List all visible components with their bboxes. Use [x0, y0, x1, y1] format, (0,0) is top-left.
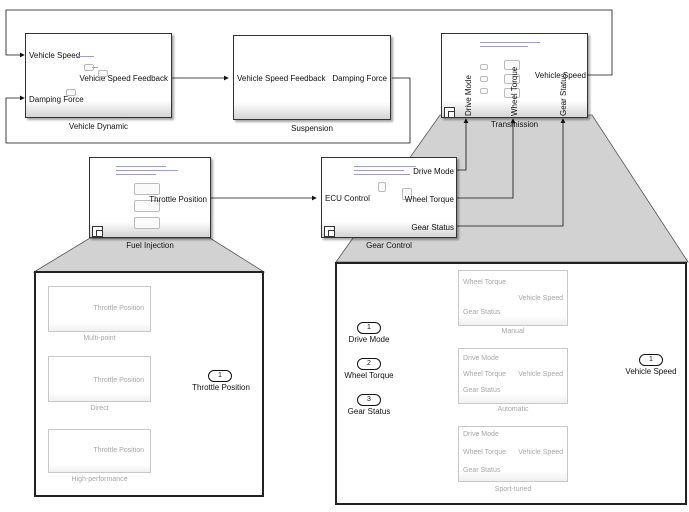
transmission-zoom-panel: 1 Drive Mode 2 Wheel Torque 3 Gear Statu…: [335, 262, 687, 505]
vehicle-dynamic-in-damping-force: Damping Force: [29, 95, 84, 104]
transmission-in-wheel-torque: Wheel Torque: [510, 66, 519, 116]
variant-high-performance[interactable]: Throttle Position: [48, 429, 151, 473]
variant-port-label: Gear Status: [463, 387, 501, 394]
suspension-out-damping-force: Damping Force: [332, 74, 387, 83]
variant-port-label: Throttle Position: [93, 447, 144, 454]
internal-block: [402, 188, 412, 200]
model-reference-icon: [324, 226, 335, 237]
outport-label: Vehicle Speed: [625, 367, 677, 376]
internal-annotation: [480, 46, 528, 47]
internal-variant: [504, 60, 520, 70]
variant-port-label: Vehicle Speed: [518, 449, 563, 456]
internal-wire: [92, 67, 98, 68]
outport-throttle-position[interactable]: 1: [208, 370, 232, 382]
variant-port-label: Vehicle Speed: [518, 295, 563, 302]
variant-caption: Direct: [90, 405, 109, 412]
internal-block: [378, 182, 386, 192]
variant-caption: Sport-tuned: [494, 486, 532, 493]
internal-inport: [480, 88, 488, 94]
transmission-in-drive-mode: Drive Mode: [464, 75, 473, 116]
gear-control-block[interactable]: ECU Control Drive Mode Wheel Torque Gear…: [321, 157, 457, 238]
wire-gear-status: [457, 118, 566, 227]
variant-port-label: Wheel Torque: [463, 449, 507, 456]
internal-variant: [134, 200, 160, 212]
variant-port-label: Wheel Torque: [463, 371, 507, 378]
transmission-out-vehicle-speed: Vehicle Speed: [534, 71, 586, 80]
internal-variant: [504, 88, 520, 98]
internal-annotation: [354, 170, 404, 171]
variant-automatic[interactable]: Drive Mode Wheel Torque Gear Status Vehi…: [458, 348, 568, 404]
variant-port-label: Throttle Position: [93, 377, 144, 384]
outport-vehicle-speed[interactable]: 1: [639, 354, 663, 366]
transmission-caption: Transmission: [490, 120, 539, 129]
inport-gear-status[interactable]: 3: [357, 394, 381, 406]
fuel-injection-zoom-panel: Throttle Position Multi-point Throttle P…: [34, 271, 264, 497]
vehicle-dynamic-block[interactable]: Vehicle Speed Damping Force Vehicle Spee…: [25, 33, 172, 118]
wire-damping-force: [5, 77, 411, 144]
internal-variant: [504, 74, 520, 84]
fuel-injection-caption: Fuel Injection: [126, 241, 174, 250]
variant-manual[interactable]: Wheel Torque Gear Status Vehicle Speed: [458, 270, 568, 326]
inport-label: Drive Mode: [348, 335, 390, 344]
inport-label: Gear Status: [347, 407, 391, 416]
internal-inport: [480, 76, 488, 82]
gear-control-out-drive-mode: Drive Mode: [413, 167, 454, 176]
variant-caption: Manual: [501, 328, 525, 335]
transmission-block[interactable]: Drive Mode Wheel Torque Gear Status Vehi…: [441, 33, 588, 118]
vehicle-dynamic-in-vehicle-speed: Vehicle Speed: [29, 51, 81, 60]
outport-label: Throttle Position: [192, 383, 250, 392]
variant-port-label: Drive Mode: [463, 355, 499, 362]
inport-label: Wheel Torque: [344, 371, 394, 380]
variant-caption: Multi-point: [83, 335, 116, 342]
gear-control-in-ecu-control: ECU Control: [325, 194, 370, 203]
internal-block: [98, 70, 108, 77]
suspension-caption: Suspension: [291, 124, 333, 133]
variant-sport-tuned[interactable]: Drive Mode Wheel Torque Gear Status Vehi…: [458, 426, 568, 482]
gear-control-caption: Gear Control: [366, 241, 412, 250]
variant-port-label: Gear Status: [463, 309, 501, 316]
vehicle-dynamic-caption: Vehicle Dynamic: [68, 122, 129, 131]
internal-inport: [480, 64, 488, 70]
inport-drive-mode[interactable]: 1: [357, 322, 381, 334]
inport-wheel-torque[interactable]: 2: [357, 358, 381, 370]
gear-control-out-gear-status: Gear Status: [411, 223, 454, 232]
internal-annotation: [480, 42, 540, 43]
variant-port-label: Throttle Position: [93, 305, 144, 312]
internal-annotation: [354, 174, 410, 175]
variant-caption: High-performance: [71, 476, 128, 483]
model-reference-icon: [92, 226, 103, 237]
variant-port-label: Gear Status: [463, 467, 501, 474]
internal-variant: [134, 217, 160, 229]
internal-annotation: [116, 170, 178, 171]
fuel-zoom-wedge: [32, 237, 266, 273]
internal-annotation: [354, 166, 416, 167]
wire-drive-mode: [457, 118, 469, 171]
wire-wheel-torque: [457, 118, 516, 199]
vehicle-dynamic-out-speed-feedback: Vehicle Speed Feedback: [79, 74, 168, 83]
variant-multi-point[interactable]: Throttle Position: [48, 286, 151, 332]
internal-block: [66, 89, 76, 96]
variant-port-label: Vehicle Speed: [518, 371, 563, 378]
variant-direct[interactable]: Throttle Position: [48, 356, 151, 402]
fuel-injection-out-throttle-position: Throttle Position: [149, 195, 207, 204]
gear-control-out-wheel-torque: Wheel Torque: [404, 195, 454, 204]
internal-annotation: [116, 166, 166, 167]
fuel-injection-block[interactable]: Throttle Position: [89, 157, 211, 238]
wire-vehicle-speed: [5, 9, 613, 76]
variant-caption: Automatic: [497, 406, 529, 413]
internal-variant: [134, 183, 160, 195]
variant-port-label: Drive Mode: [463, 431, 499, 438]
internal-annotation: [116, 174, 156, 175]
model-reference-icon: [444, 107, 455, 118]
suspension-block[interactable]: Vehicle Speed Feedback Damping Force: [233, 35, 391, 120]
variant-port-label: Wheel Torque: [463, 279, 507, 286]
suspension-in-speed-feedback: Vehicle Speed Feedback: [237, 74, 326, 83]
internal-wire: [76, 56, 94, 57]
